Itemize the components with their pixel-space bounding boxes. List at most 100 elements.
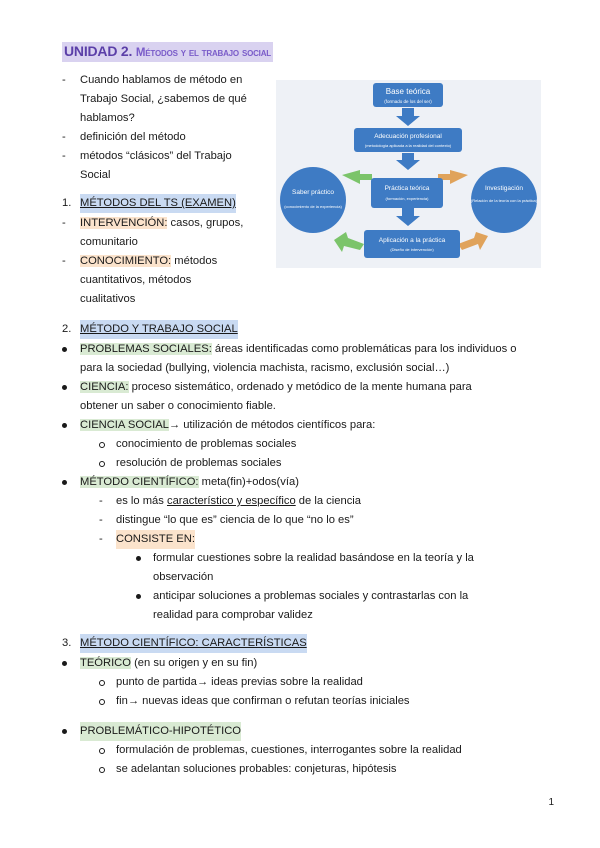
list-item: MÉTODO CIENTÍFICO: meta(fin)+odos(vía) (80, 473, 299, 492)
section-heading: MÉTODO CIENTÍFICO: CARACTERÍSTICAS (80, 634, 307, 653)
list-item: TEÓRICO (en su origen y en su fin) (80, 654, 257, 673)
box-adec (354, 128, 462, 152)
term-label: TEÓRICO (80, 657, 131, 669)
sub-item: es lo más característico y específico de… (116, 492, 361, 511)
list-item-cont: comunitario (80, 236, 138, 248)
bullet-dot (62, 661, 67, 666)
term-text: (en su origen y en su fin) (130, 657, 258, 669)
label-practica: Práctica teórica (385, 185, 430, 192)
dash-bullet: - (62, 217, 66, 229)
box-practica (371, 178, 443, 208)
term-label: INTERVENCIÓN: (80, 217, 168, 229)
list-item-cont: cualitativos (80, 293, 136, 305)
bullet-dot (62, 729, 67, 734)
unit-number: UNIDAD 2. (64, 43, 133, 59)
bullet-circle (99, 442, 105, 448)
term-text: casos, grupos, (167, 217, 244, 229)
label-saber: Saber práctico (292, 189, 334, 196)
sub-item: fin→ nuevas ideas que confirman o refuta… (116, 695, 410, 707)
bullet-dot (62, 347, 67, 352)
sub-sub-item: anticipar soluciones a problemas sociale… (153, 590, 469, 602)
bullet-circle (99, 699, 105, 705)
sub-item-label: CONSISTE EN: (116, 530, 195, 549)
dash-bullet: - (99, 495, 103, 507)
dash-bullet: - (99, 514, 103, 526)
label-aplic: Aplicación a la práctica (379, 237, 446, 244)
method-diagram-svg: Base teórica (formado de los del ser) Ad… (280, 83, 538, 258)
dash-bullet: - (62, 255, 66, 267)
term-text: meta(fin)+odos(vía) (198, 476, 299, 488)
bullet-circle (99, 461, 105, 467)
intro-line: definición del método (80, 131, 186, 143)
intro-line: Trabajo Social, ¿sabemos de qué (80, 93, 247, 105)
method-diagram: Base teórica (formado de los del ser) Ad… (276, 80, 541, 268)
section-number: 3. (62, 637, 72, 649)
intro-line: Cuando hablamos de método en (80, 74, 243, 86)
intro-line: hablamos? (80, 112, 135, 124)
unit-title: UNIDAD 2. Métodos y el trabajo social (62, 42, 273, 62)
list-item-cont: obtener un saber o conocimiento fiable. (80, 400, 276, 412)
label-practica-sub: (formación, experiencia) (386, 196, 430, 201)
list-item: CONOCIMIENTO: métodos (80, 252, 217, 271)
list-item-cont: cuantitativos, métodos (80, 274, 192, 286)
section-heading: MÉTODOS DEL TS (EXAMEN) (80, 194, 236, 213)
label-saber-sub: (conocimiento de la experiencia) (284, 204, 342, 209)
sub-item: resolución de problemas sociales (116, 457, 282, 469)
dash-bullet: - (62, 131, 66, 143)
box-base (373, 83, 443, 107)
list-item: CIENCIA: proceso sistemático, ordenado y… (80, 378, 472, 397)
box-aplic (364, 230, 460, 258)
label-invest: Investigación (485, 185, 523, 192)
unit-name: Métodos y el trabajo social (135, 47, 271, 59)
sub-item: formulación de problemas, cuestiones, in… (116, 744, 462, 756)
dash-bullet: - (62, 150, 66, 162)
list-item: INTERVENCIÓN: casos, grupos, (80, 214, 243, 233)
bullet-dot (62, 480, 67, 485)
label-adec: Adecuación profesional (374, 133, 442, 140)
term-text: áreas identificadas como problemáticas p… (211, 343, 517, 355)
label-invest-sub: (Relación de la teoría con la práctica) (471, 198, 538, 203)
circle-invest (471, 167, 537, 233)
sub-sub-item-cont: observación (153, 571, 214, 583)
bullet-dot (136, 594, 141, 599)
sub-item-text: es lo más (116, 495, 167, 507)
term-text: → utilización de métodos científicos par… (168, 419, 376, 431)
sub-item-text: de la ciencia (295, 495, 362, 507)
bullet-dot (62, 423, 67, 428)
label-base: Base teórica (386, 87, 431, 96)
section-heading: MÉTODO Y TRABAJO SOCIAL (80, 320, 238, 339)
intro-line: Social (80, 169, 111, 181)
dash-bullet: - (99, 533, 103, 545)
term-text: proceso sistemático, ordenado y metódico… (128, 381, 472, 393)
bullet-dot (136, 556, 141, 561)
bullet-dot (62, 385, 67, 390)
label-aplic-sub: (Diseño de intervención) (390, 247, 434, 252)
list-item: PROBLEMAS SOCIALES: áreas identificadas … (80, 340, 517, 359)
term-label: MÉTODO CIENTÍFICO: (80, 476, 199, 488)
section-number: 1. (62, 197, 72, 209)
term-label: CONOCIMIENTO: (80, 255, 172, 267)
bullet-circle (99, 767, 105, 773)
sub-item: se adelantan soluciones probables: conje… (116, 763, 397, 775)
term-label: CIENCIA SOCIAL (80, 419, 169, 431)
section-number: 2. (62, 323, 72, 335)
sub-item: conocimiento de problemas sociales (116, 438, 297, 450)
circle-saber (280, 167, 346, 233)
term-label: PROBLEMÁTICO-HIPOTÉTICO (80, 722, 241, 741)
sub-sub-item: formular cuestiones sobre la realidad ba… (153, 552, 474, 564)
sub-item: punto de partida→ ideas previas sobre la… (116, 676, 363, 688)
bullet-circle (99, 748, 105, 754)
sub-sub-item-cont: realidad para comprobar validez (153, 609, 313, 621)
intro-line: métodos “clásicos” del Trabajo (80, 150, 232, 162)
label-base-sub: (formado de los del ser) (384, 99, 432, 104)
sub-item: distingue “lo que es” ciencia de lo que … (116, 514, 354, 526)
dash-bullet: - (62, 74, 66, 86)
page-number: 1 (548, 797, 554, 808)
term-label: CIENCIA: (80, 381, 129, 393)
list-item-cont: para la sociedad (bullying, violencia ma… (80, 362, 450, 374)
label-adec-sub: (metodología aplicada a la realidad del … (365, 143, 452, 148)
bullet-circle (99, 680, 105, 686)
term-label: PROBLEMAS SOCIALES: (80, 343, 212, 355)
underlined-text: característico y específico (166, 495, 296, 507)
